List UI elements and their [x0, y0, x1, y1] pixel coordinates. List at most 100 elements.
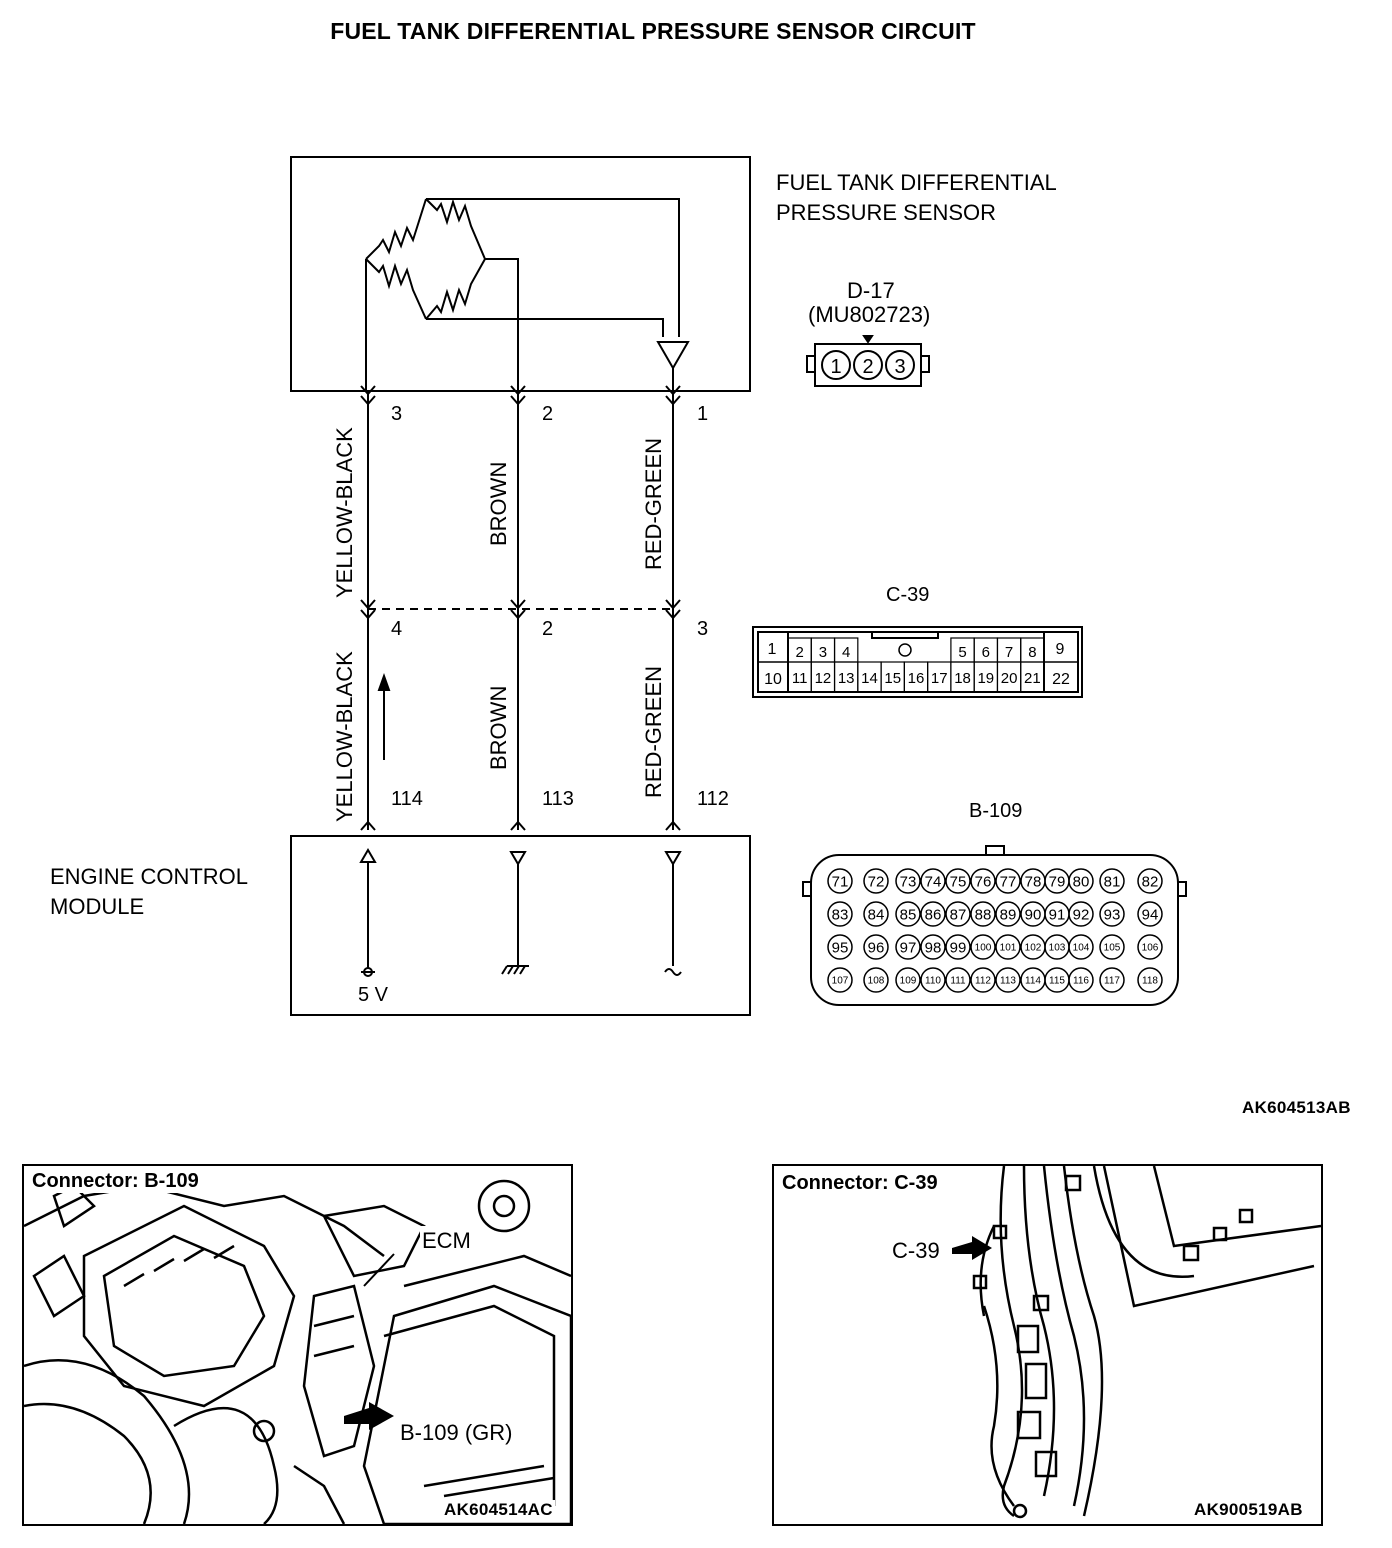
- wire-label-brown-lower: BROWN: [486, 685, 511, 770]
- b109-pin: [1137, 901, 1163, 927]
- b109-pin-label: 80: [1073, 873, 1090, 890]
- sensor-name-line1: FUEL TANK DIFFERENTIAL: [776, 170, 1057, 195]
- c39-pin-label: 15: [884, 670, 901, 687]
- harness-illustration: [952, 1166, 1321, 1519]
- wire-label-yellow-black-lower: YELLOW-BLACK: [332, 651, 357, 822]
- d17-pin-label: 1: [830, 356, 841, 378]
- b109-pin-label: 100: [975, 943, 992, 954]
- b109-pin-label: 117: [1104, 976, 1120, 987]
- b109-pin: [1137, 868, 1163, 894]
- b109-pin-label: 83: [832, 906, 849, 923]
- ecm-name-line1: ENGINE CONTROL: [50, 864, 249, 889]
- b109-pin: [827, 868, 853, 894]
- b109-pin-label: 73: [900, 873, 917, 890]
- b109-pin-label: 102: [1025, 943, 1042, 954]
- b109-pin: [827, 967, 853, 993]
- c39-pin-label: 5: [958, 644, 966, 661]
- c39-title: C-39: [886, 584, 930, 606]
- sensor-pin-3: 3: [391, 403, 403, 425]
- sensor-box: [290, 156, 751, 392]
- photo-c39-code: AK900519AB: [1192, 1500, 1305, 1520]
- b109-pin: [863, 967, 889, 993]
- b109-pin: [895, 868, 921, 894]
- b109-pin: [920, 934, 946, 960]
- b109-pin-label: 112: [975, 976, 991, 987]
- c39-pin-label: 8: [1028, 644, 1036, 661]
- b109-pin: [1099, 967, 1125, 993]
- b109-pin-label: 105: [1104, 943, 1121, 954]
- b109-pin-label: 74: [925, 873, 942, 890]
- amplifier-symbol: [656, 341, 690, 371]
- b109-pin-label: 110: [925, 976, 941, 987]
- c39-cell: [833, 637, 859, 663]
- sensor-name-line2: PRESSURE SENSOR: [776, 200, 997, 225]
- b109-pin-label: 81: [1104, 873, 1121, 890]
- b109-pin-label: 96: [868, 939, 885, 956]
- b109-pin: [970, 967, 996, 993]
- figure-code-main: AK604513AB: [1242, 1098, 1351, 1117]
- b109-pin: [1137, 967, 1163, 993]
- photo-b109-code: AK604514AC: [442, 1500, 555, 1520]
- b109-pin-label: 71: [832, 873, 849, 890]
- b109-pin: [920, 868, 946, 894]
- b109-pin: [827, 901, 853, 927]
- b109-pin: [863, 868, 889, 894]
- b109-pin-label: 95: [832, 939, 849, 956]
- photo-b109-title: Connector: B-109: [28, 1170, 203, 1193]
- wire-label-red-green-upper: RED-GREEN: [641, 437, 666, 570]
- b109-pin: [1099, 934, 1125, 960]
- b109-pin-label: 77: [1000, 873, 1017, 890]
- photo-b109-ecm-label: ECM: [420, 1226, 473, 1256]
- c39-pin-label: 18: [954, 670, 971, 687]
- b109-pin: [920, 967, 946, 993]
- b109-pin-label: 76: [975, 873, 992, 890]
- wire-label-brown-upper: BROWN: [486, 461, 511, 546]
- b109-pin-label: 97: [900, 939, 917, 956]
- sensor-pin-1: 1: [697, 403, 709, 425]
- b109-pin-label: 93: [1104, 906, 1121, 923]
- b109-pin-label: 111: [950, 976, 966, 987]
- d17-connector-id: D-17: [847, 278, 895, 303]
- b109-pin-label: 116: [1073, 976, 1089, 987]
- b109-pin: [995, 934, 1021, 960]
- b109-pin-label: 92: [1073, 906, 1090, 923]
- b109-pin: [1099, 901, 1125, 927]
- b109-pin-label: 75: [950, 873, 967, 890]
- c39-pin-label: 17: [931, 670, 948, 687]
- b109-pin-label: 82: [1142, 873, 1159, 890]
- b109-pin-label: 84: [868, 906, 885, 923]
- c39-pin-label: 9: [1056, 641, 1065, 658]
- photo-c39-connector-label: C-39: [890, 1236, 942, 1266]
- c39-pin-label: 16: [908, 670, 925, 687]
- b109-pin-label: 89: [1000, 906, 1017, 923]
- c39-pin-label: 20: [1001, 670, 1018, 687]
- c39-pin-label: 4: [842, 644, 850, 661]
- c39-pin-label: 13: [838, 670, 855, 687]
- b109-pin-label: 98: [925, 939, 942, 956]
- b109-pin: [995, 901, 1021, 927]
- b109-pin-label: 108: [868, 976, 885, 987]
- bridge-right-lead: [485, 258, 519, 392]
- b109-pin-label: 103: [1049, 943, 1066, 954]
- b109-pin: [863, 901, 889, 927]
- b109-pin: [945, 967, 971, 993]
- c39-pin-label: 1: [768, 641, 777, 658]
- photo-b109: Connector: B-109 ECM B-109 (GR) AK604514…: [22, 1164, 573, 1526]
- d17-part-number: (MU802723): [808, 302, 931, 327]
- b109-pin: [895, 901, 921, 927]
- ecm-supply-voltage: 5 V: [358, 984, 389, 1006]
- b109-pin: [863, 934, 889, 960]
- bridge-bottom-lead: [426, 318, 664, 337]
- b109-pin-label: 104: [1073, 943, 1090, 954]
- b109-pin: [1068, 868, 1094, 894]
- b109-pin: [945, 901, 971, 927]
- diagram-title: FUEL TANK DIFFERENTIAL PRESSURE SENSOR C…: [330, 18, 976, 44]
- engine-bay-illustration: [24, 1179, 571, 1524]
- b109-pin-label: 90: [1025, 906, 1042, 923]
- ecm-box: [290, 835, 751, 1016]
- b109-pin-label: 78: [1025, 873, 1042, 890]
- connector-chevrons: [360, 385, 681, 831]
- wheatstone-bridge: [365, 198, 486, 320]
- wire-label-red-green-lower: RED-GREEN: [641, 665, 666, 798]
